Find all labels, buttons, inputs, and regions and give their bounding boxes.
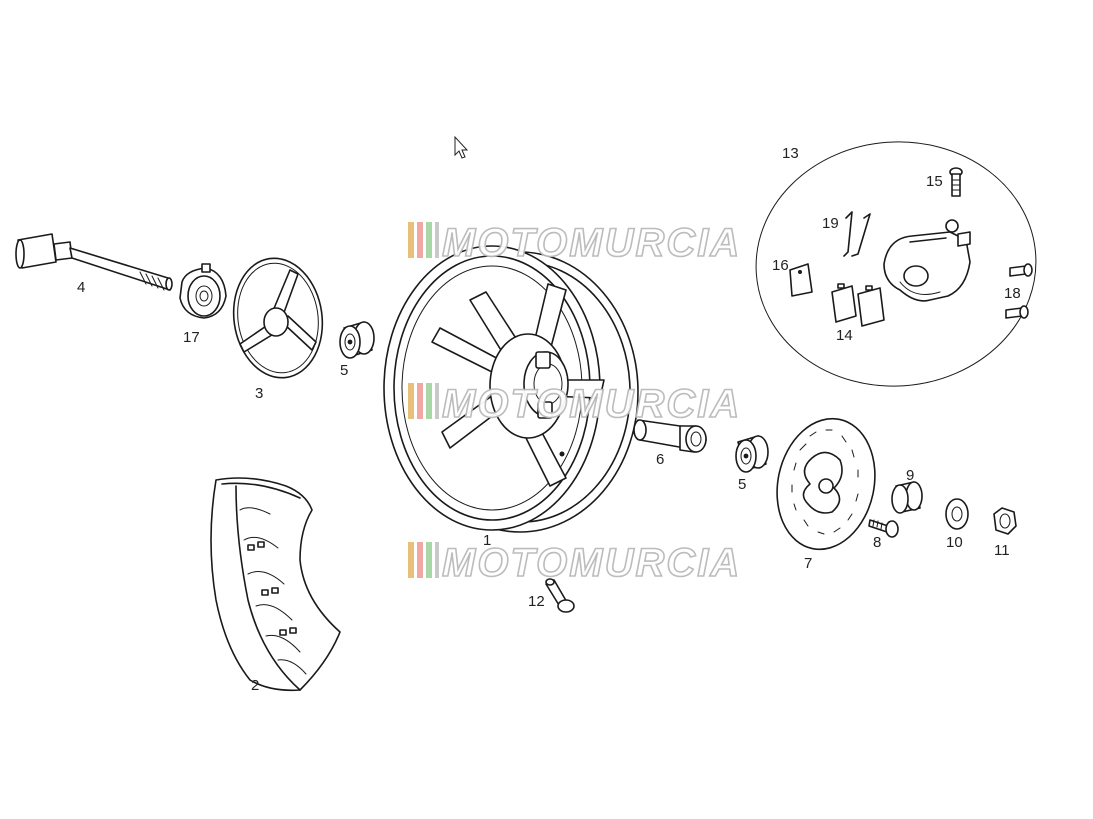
label-part-2: 2	[251, 677, 259, 694]
label-part-19: 19	[822, 215, 839, 232]
label-part-9: 9	[906, 467, 914, 484]
part-caliper-screw-top	[949, 167, 963, 197]
part-tire	[210, 477, 341, 692]
watermark-middle: MOTOMURCIA	[408, 381, 741, 427]
label-part-6: 6	[656, 451, 664, 468]
watermark-text: MOTOMURCIA	[442, 541, 741, 585]
label-part-11: 11	[994, 542, 1010, 559]
label-part-7: 7	[804, 555, 812, 572]
part-brake-disc	[776, 417, 876, 551]
label-part-3: 3	[255, 385, 263, 402]
label-part-1: 1	[483, 532, 491, 549]
label-part-10: 10	[946, 534, 963, 551]
label-part-14: 14	[836, 327, 853, 344]
label-part-4: 4	[77, 279, 85, 296]
part-brake-caliper	[883, 219, 971, 302]
watermark-text: MOTOMURCIA	[442, 382, 741, 426]
part-bushing	[891, 481, 923, 514]
part-nut	[993, 507, 1017, 535]
part-disc-bolt	[868, 519, 899, 538]
part-bearing-left	[339, 321, 375, 359]
part-spacer	[633, 419, 707, 453]
label-part-15: 15	[926, 173, 943, 190]
part-bearing-right	[735, 435, 769, 473]
watermark-text: MOTOMURCIA	[442, 221, 741, 265]
label-part-5-left: 5	[340, 362, 348, 379]
watermark-bottom: MOTOMURCIA	[408, 540, 741, 586]
part-caliper-assembly-group	[755, 141, 1037, 387]
label-part-12: 12	[528, 593, 545, 610]
label-part-8: 8	[873, 534, 881, 551]
part-wheel-rim	[383, 245, 639, 533]
part-labels: 4 17 3 5 1 2 12 6 5 7 8 9 10 11 13 15 19…	[77, 145, 1021, 694]
part-caliper-bolts	[1005, 263, 1033, 319]
label-part-17: 17	[183, 329, 200, 346]
label-part-5-right: 5	[738, 476, 746, 493]
watermark-top: MOTOMURCIA	[408, 220, 741, 266]
part-wheel-cover	[232, 257, 324, 379]
part-axle	[15, 233, 173, 291]
label-part-18: 18	[1004, 285, 1021, 302]
label-part-16: 16	[772, 257, 789, 274]
part-brake-pads	[831, 283, 885, 327]
part-pad-spring-clip	[843, 211, 871, 257]
mouse-pointer-icon	[454, 135, 469, 159]
label-part-13: 13	[782, 145, 799, 162]
part-tire-valve	[545, 578, 575, 613]
part-speedo-drive	[179, 263, 227, 319]
part-anti-rattle-plate	[789, 263, 813, 297]
part-washer	[945, 498, 969, 530]
